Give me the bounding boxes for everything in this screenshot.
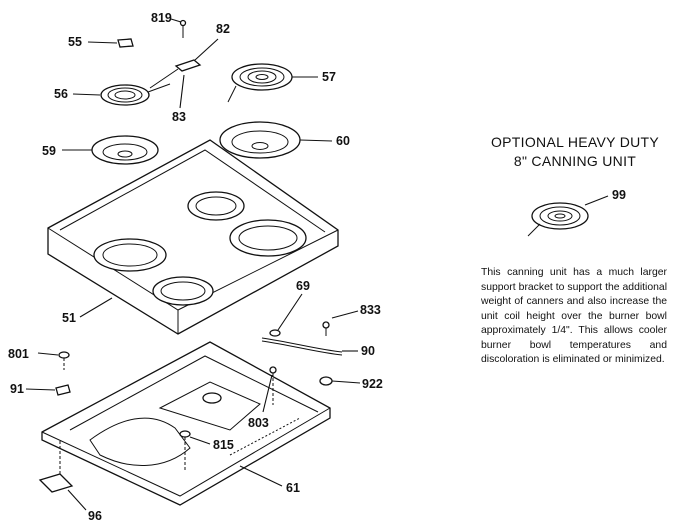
callout-801: 801	[8, 347, 29, 361]
part-51-cooktop	[47, 139, 339, 335]
callout-55: 55	[68, 35, 82, 49]
callout-60: 60	[336, 134, 350, 148]
part-801-screw	[37, 351, 70, 370]
leader-83	[179, 74, 185, 109]
callout-803: 803	[248, 416, 269, 430]
part-59-burner-bowl	[62, 135, 159, 165]
part-60-burner-bowl	[219, 121, 333, 159]
part-819-screw	[170, 18, 187, 38]
callout-833: 833	[360, 303, 381, 317]
part-815-clip	[179, 430, 211, 470]
callout-99: 99	[612, 188, 626, 202]
part-61-bottom-pan	[41, 341, 331, 506]
callout-96: 96	[88, 509, 102, 523]
part-82-receptacle	[149, 38, 219, 89]
part-96-bracket	[38, 440, 87, 511]
part-56-surface-element	[72, 83, 171, 106]
part-57-surface-element	[227, 63, 318, 103]
canning-unit-description: This canning unit has a much larger supp…	[481, 267, 667, 365]
part-803-screw	[262, 366, 277, 413]
callout-57: 57	[322, 70, 336, 84]
part-90-support-rod	[261, 293, 358, 356]
callout-922: 922	[362, 377, 383, 391]
callout-91: 91	[10, 382, 24, 396]
callout-82: 82	[216, 22, 230, 36]
callout-69: 69	[296, 279, 310, 293]
callout-59: 59	[42, 144, 56, 158]
optional-unit-title-line2: 8" CANNING UNIT	[513, 153, 637, 169]
callout-815: 815	[213, 438, 234, 452]
part-55-knob	[87, 38, 134, 48]
part-99-canning-unit	[527, 195, 609, 237]
callout-56: 56	[54, 87, 68, 101]
optional-unit-title-line1: OPTIONAL HEAVY DUTY	[490, 134, 660, 150]
callout-61: 61	[286, 481, 300, 495]
callout-90: 90	[361, 344, 375, 358]
callout-83: 83	[172, 110, 186, 124]
callout-819: 819	[151, 11, 172, 25]
part-833-screw	[322, 310, 359, 336]
part-91-clip	[25, 384, 71, 396]
callout-51: 51	[62, 311, 76, 325]
part-922-foot	[319, 376, 361, 386]
